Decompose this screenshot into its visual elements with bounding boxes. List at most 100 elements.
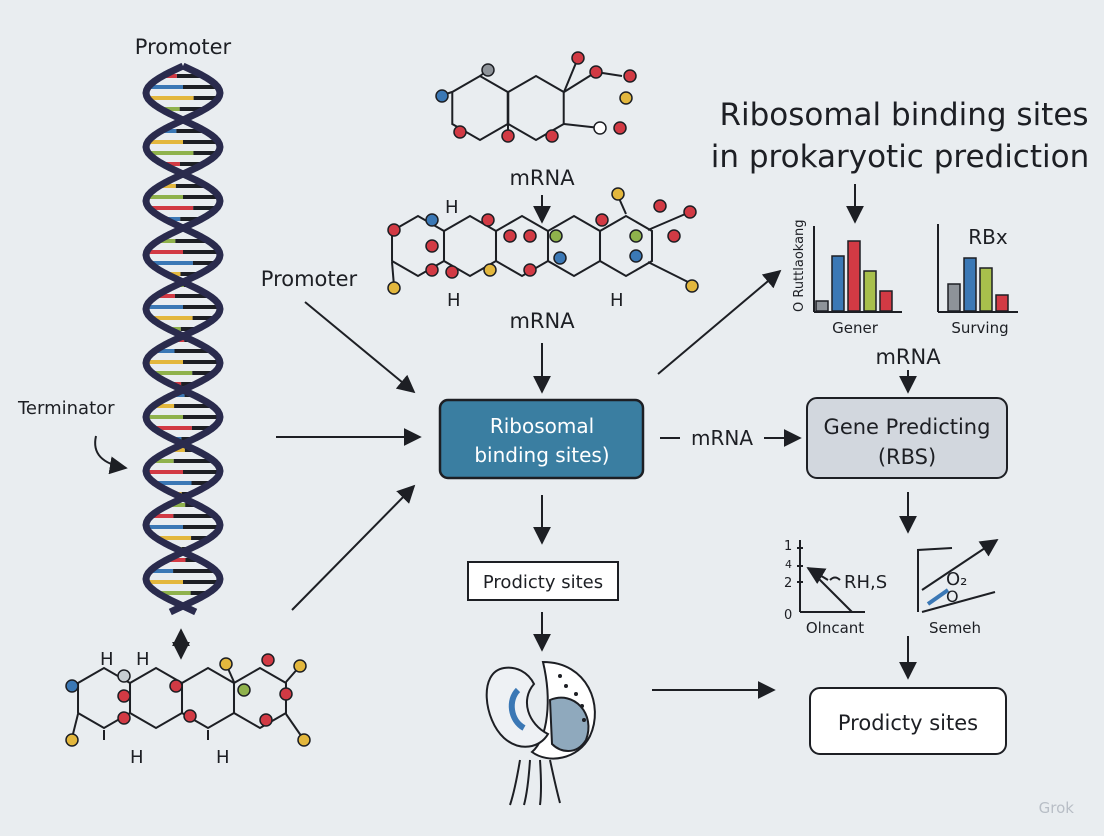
molecule-bottom-h-label: H: [100, 649, 114, 670]
molecule-atom: [117, 689, 131, 703]
prodicty-sites-small-label: Prodicty sites: [483, 572, 603, 593]
molecule-atom: [169, 679, 183, 693]
molecule-ring: [599, 214, 653, 278]
molecule-atom: [629, 249, 643, 263]
molecule-atom: [629, 229, 643, 243]
rbs-node: [438, 398, 645, 480]
bar: [847, 240, 861, 312]
line-plot-2-highlight: [926, 588, 950, 606]
ribosome-strand: [523, 759, 531, 806]
arrow-rbs-to-charts: [657, 269, 782, 375]
line-plot-2-series-1: [921, 539, 999, 591]
molecule-atom: [183, 709, 197, 723]
molecule-atom: [481, 213, 495, 227]
molecule-atom: [65, 679, 79, 693]
mrna-mid-label: mRNA: [509, 309, 575, 333]
line-plot-2-series-2: [921, 591, 996, 613]
line-plot-2-axes: [917, 547, 953, 612]
dna-strand: [142, 62, 224, 616]
bar: [979, 267, 993, 312]
line-plot-2-xlabel: Semeh: [929, 619, 981, 637]
molecule-atom: [589, 65, 603, 79]
molecule-atom: [653, 199, 667, 213]
mini-bar-chart-1: O Ruttlaokang Gener: [792, 219, 902, 337]
title-line-2: in prokaryotic prediction: [711, 139, 1089, 175]
prodicty-sites-large-box: [809, 687, 1007, 755]
ribosome-dot: [574, 692, 578, 696]
line-plot-1-ytick: 1: [784, 539, 792, 554]
molecule-atom: [613, 121, 627, 135]
bar: [947, 283, 961, 312]
molecule-atom: [553, 251, 567, 265]
molecule-atom: [425, 263, 439, 277]
line-plot-1-annotation: RH,S: [844, 572, 887, 593]
prodicty-sites-small-box: [467, 561, 619, 601]
molecule-atom: [293, 659, 307, 673]
molecule-atom: [425, 213, 439, 227]
molecule-atom: [435, 89, 449, 103]
mini-chart-2-xlabel: Surving: [951, 319, 1008, 337]
molecule-atom: [595, 213, 609, 227]
dna-strand: [142, 62, 224, 616]
molecule-atom: [387, 223, 401, 237]
line-plot-1-tilde: [829, 576, 841, 581]
molecule-atom: [387, 281, 401, 295]
line-plot-1-ytick: 4: [785, 558, 792, 571]
ribosome-strand: [539, 759, 542, 806]
line-plot-1-ytick: 0: [784, 608, 792, 623]
mrna-right-label: mRNA: [875, 345, 941, 369]
mini-line-plot-2: O₂ O Semeh: [917, 539, 999, 637]
molecule-atom: [571, 51, 585, 65]
molecule-bottom: [65, 653, 311, 747]
molecule-atom: [261, 653, 275, 667]
bar: [963, 257, 977, 312]
molecule-atom: [445, 265, 459, 279]
molecule-atom: [425, 239, 439, 253]
ribosome-dot: [564, 684, 568, 688]
ribosome-icon: [485, 660, 596, 806]
molecule-bond: [647, 211, 691, 231]
molecule-bond: [647, 261, 693, 285]
molecule-atom: [279, 687, 293, 701]
molecule-atom: [237, 683, 251, 697]
ribosome-dot: [582, 718, 586, 722]
molecule-atom: [501, 129, 515, 143]
molecule-bottom-h-label: H: [216, 747, 230, 768]
molecule-atom: [481, 63, 495, 77]
line-plot-1-xlabel: Olncant: [806, 619, 864, 637]
title-line-1: Ribosomal binding sites: [719, 97, 1088, 133]
molecule-atom: [65, 733, 79, 747]
ribosome-small-subunit: [485, 666, 550, 748]
molecule-mid: [387, 187, 699, 295]
molecule-bottom-h-label: H: [136, 649, 150, 670]
molecule-atom: [523, 229, 537, 243]
gene-predicting-node: [806, 397, 1008, 479]
ribosome-strand: [509, 759, 521, 806]
molecule-bottom-h-label: H: [130, 747, 144, 768]
mrna-between-label: mRNA: [691, 426, 753, 450]
ribosome-dot: [580, 704, 584, 708]
molecule-atom: [685, 279, 699, 293]
line-plot-1-ytick: 2: [784, 576, 792, 591]
molecule-atom: [545, 129, 559, 143]
molecule-ring: [507, 74, 565, 142]
promoter-mid-label: Promoter: [261, 267, 358, 291]
mini-line-plot-1: 1 4 2 0 RH,S Olncant: [784, 539, 887, 637]
gene-predicting-line-2: (RBS): [878, 445, 936, 469]
bar: [815, 300, 829, 312]
molecule-atom: [453, 125, 467, 139]
molecule-atom: [117, 711, 131, 725]
molecule-atom: [683, 205, 697, 219]
molecule-atom: [619, 91, 633, 105]
molecule-atom: [667, 229, 681, 243]
molecule-atom: [219, 657, 233, 671]
ribosome-dot: [558, 674, 562, 678]
ribosome-strand: [549, 759, 561, 804]
gene-predicting-line-1: Gene Predicting: [824, 415, 991, 439]
mini-bar-chart-2: RBx Surving: [937, 224, 1018, 337]
molecule-ring: [495, 214, 549, 278]
rbs-node-line-2: binding sites): [474, 443, 609, 467]
molecule-mid-h-label: H: [445, 197, 459, 218]
molecule-top: [435, 51, 637, 143]
